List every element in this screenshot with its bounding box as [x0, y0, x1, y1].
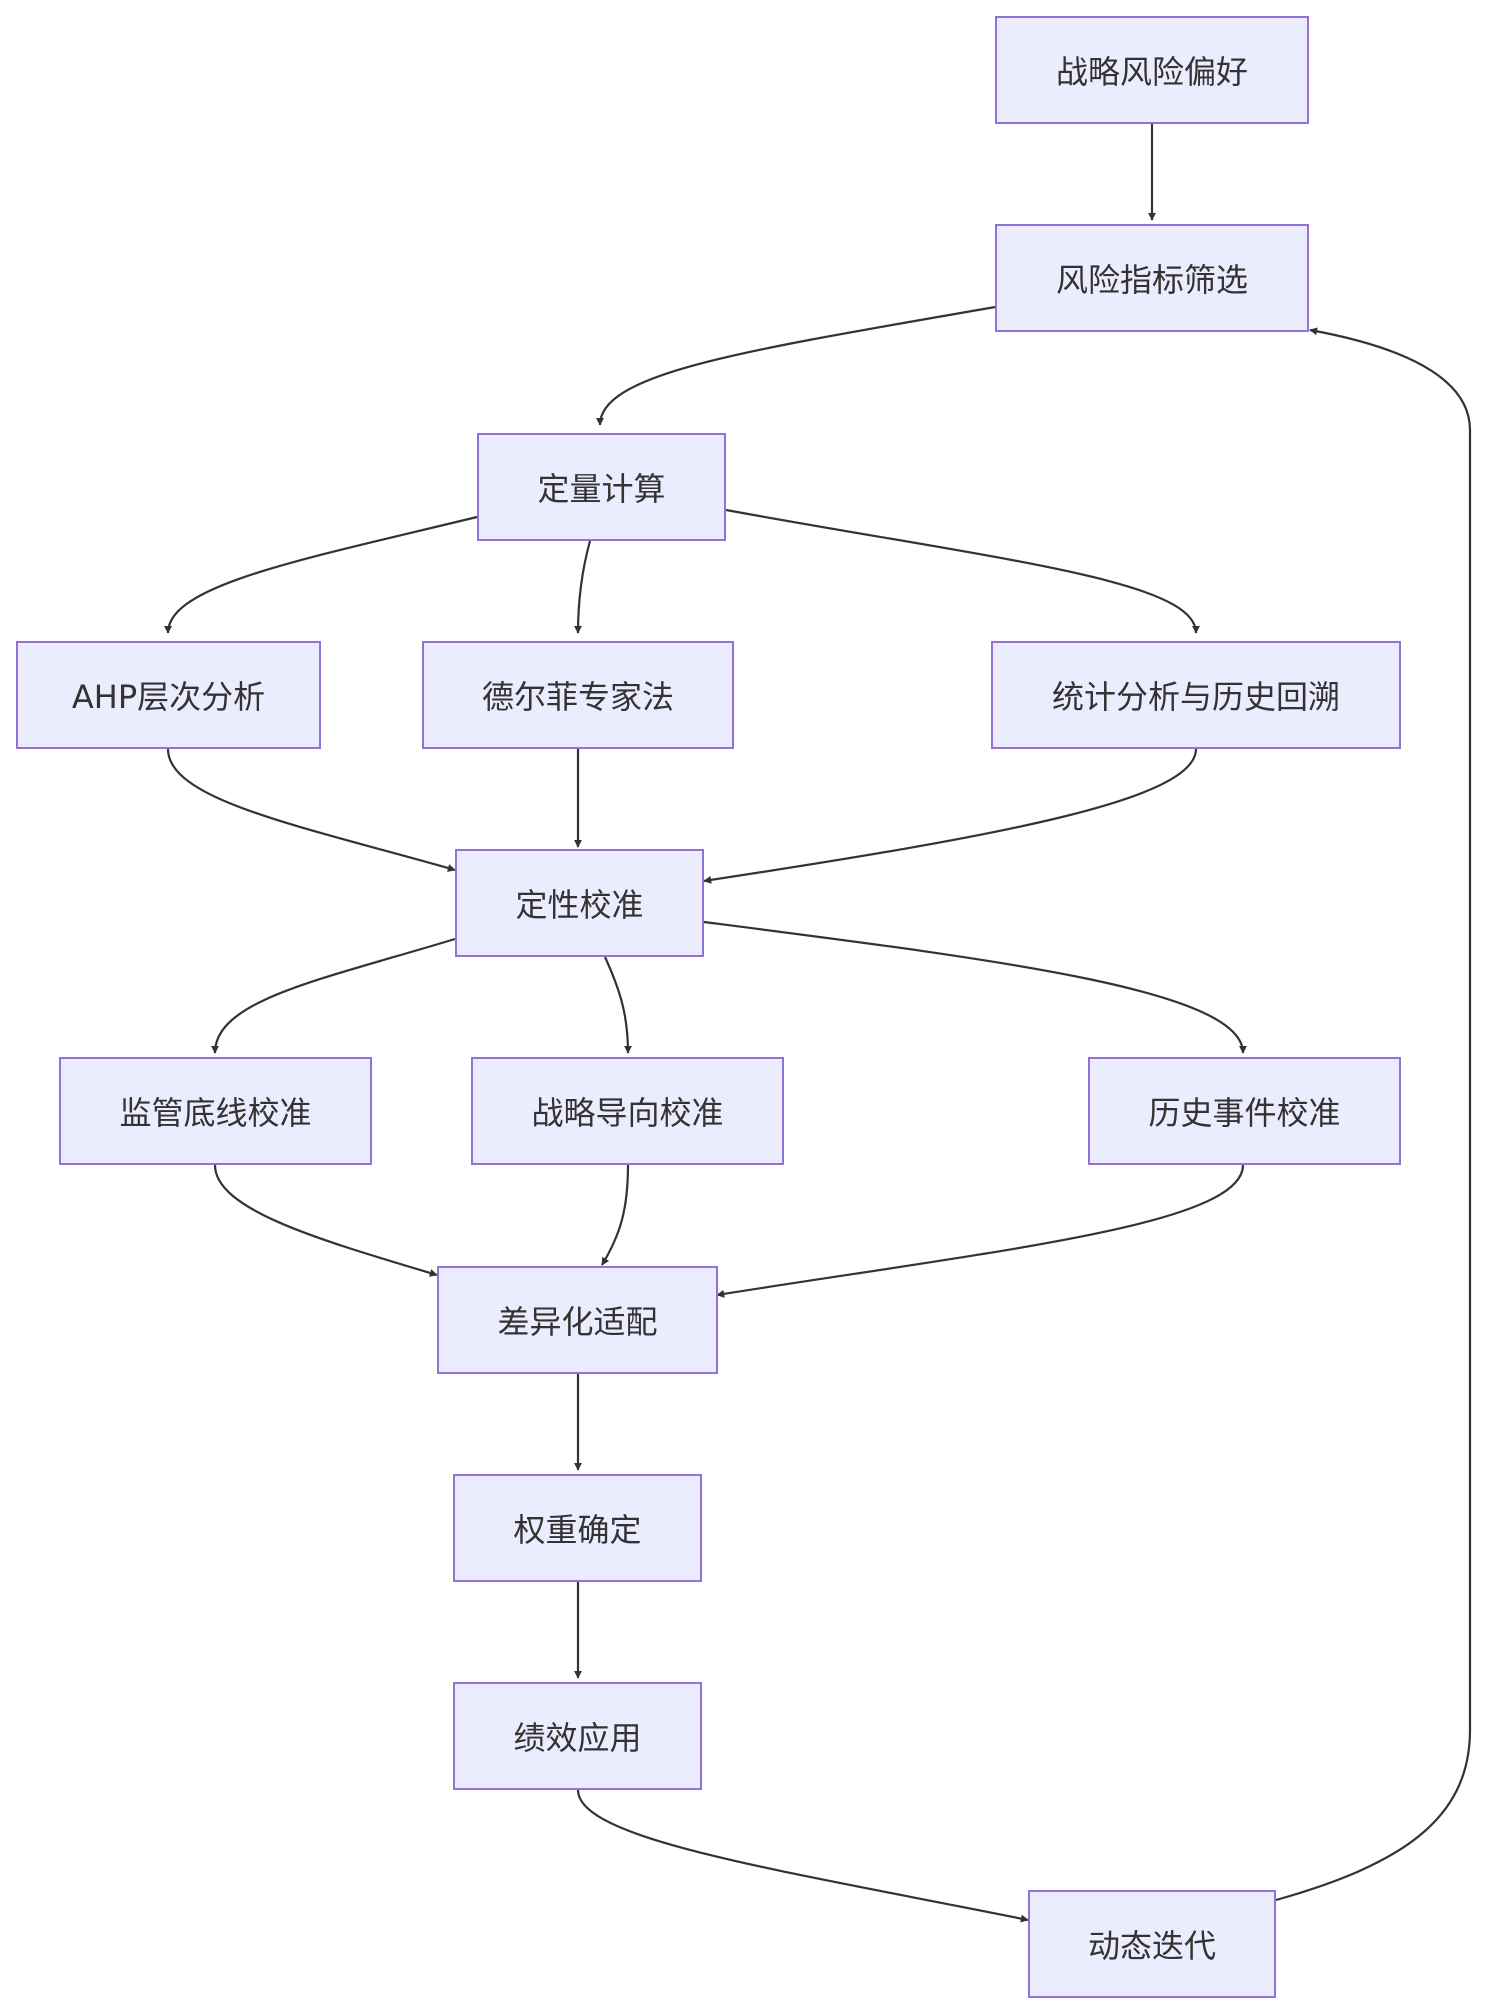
- edge-quant-to-ahp: [164, 515, 478, 634]
- node-weight-determination: 权重确定: [453, 1474, 702, 1582]
- edge-strategy-oriented-to-diff: [601, 1164, 630, 1266]
- node-regulatory-baseline: 监管底线校准: [59, 1057, 372, 1165]
- edge-historical-to-diff: [716, 1164, 1245, 1298]
- edge-qual-to-historical: [703, 920, 1247, 1054]
- node-ahp: AHP层次分析: [16, 641, 321, 749]
- node-historical-event: 历史事件校准: [1088, 1057, 1401, 1165]
- edge-screening-to-quant: [596, 305, 996, 426]
- node-dynamic-iteration: 动态迭代: [1028, 1890, 1276, 1998]
- edge-quant-to-delphi: [574, 540, 592, 634]
- node-stat-backtest: 统计分析与历史回溯: [991, 641, 1401, 749]
- node-differentiated-adaptation: 差异化适配: [437, 1266, 718, 1374]
- node-delphi: 德尔菲专家法: [422, 641, 734, 749]
- node-strategy-risk-appetite: 战略风险偏好: [995, 16, 1309, 124]
- edge-performance-to-iteration: [576, 1789, 1029, 1923]
- node-performance-application: 绩效应用: [453, 1682, 702, 1790]
- node-risk-indicator-screening: 风险指标筛选: [995, 224, 1309, 332]
- edge-ahp-to-qual: [166, 748, 456, 872]
- node-strategy-oriented: 战略导向校准: [471, 1057, 784, 1165]
- node-qualitative-calibration: 定性校准: [455, 849, 704, 957]
- edge-regulatory-to-diff: [213, 1164, 438, 1277]
- edge-stat-to-qual: [703, 748, 1198, 884]
- edge-quant-to-stat: [725, 508, 1200, 634]
- node-quantitative-calc: 定量计算: [477, 433, 726, 541]
- edge-qual-to-regulatory: [211, 937, 456, 1054]
- edge-qual-to-strategy-oriented: [603, 956, 632, 1054]
- edge-iteration-to-screening: [1275, 327, 1472, 1902]
